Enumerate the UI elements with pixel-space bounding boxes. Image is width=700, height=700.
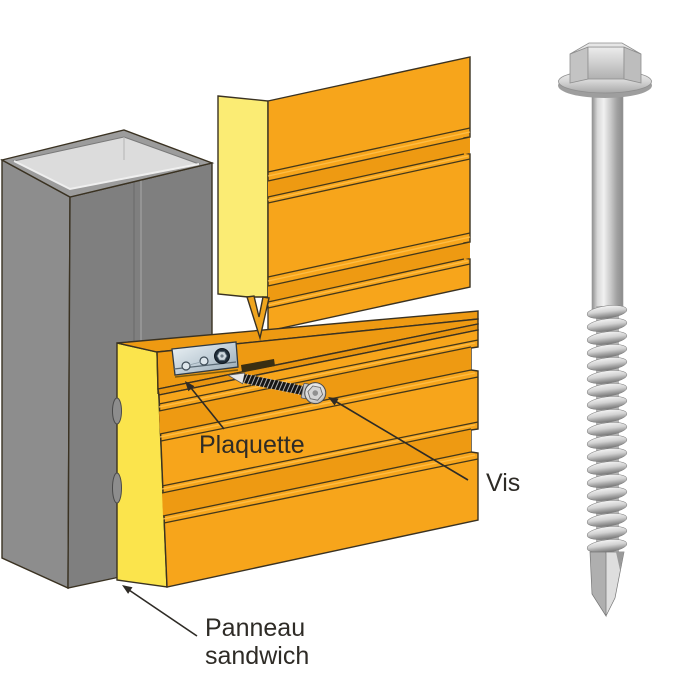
column-inner-highlight	[13, 160, 200, 191]
screw-shank	[591, 89, 624, 310]
annotations: Plaquette Vis Panneau sandwich	[122, 381, 520, 670]
screw-drill-tip	[589, 551, 625, 618]
screw-drawing-thread-ticks	[243, 373, 304, 396]
label-panneau-line2: sandwich	[205, 642, 309, 670]
upper-panel-rib-bands	[268, 137, 470, 302]
plate-hole	[181, 361, 191, 371]
plaquette-pointer-line	[190, 387, 225, 430]
label-plaquette: Plaquette	[199, 431, 305, 459]
lower-sandwich-panel	[112, 310, 479, 588]
panel-edge-notch	[112, 472, 122, 504]
panneau-arrowhead	[122, 585, 133, 594]
plate-shadow	[174, 369, 239, 378]
screw-drawing-head-center	[312, 390, 319, 396]
label-vis: Vis	[486, 469, 520, 497]
panel-edge-notch	[112, 397, 122, 425]
plate-hole	[199, 356, 209, 366]
panneau-pointer-line	[128, 589, 198, 637]
screw-drawing-thread-body	[243, 374, 306, 395]
upper-sandwich-panel	[217, 56, 471, 332]
vis-pointer-line	[334, 400, 469, 481]
rebate-left-edge	[156, 351, 159, 395]
steel-column	[0, 129, 215, 590]
plate-scratch	[188, 361, 202, 366]
upper-panel-side-face	[217, 95, 269, 298]
screw-threads	[586, 305, 628, 553]
label-panneau-line1: Panneau	[205, 614, 305, 642]
screw-hex-head	[569, 42, 642, 84]
fixing-plate	[171, 341, 275, 378]
plaquette-arrowhead	[185, 381, 195, 392]
upper-panel-grooves	[267, 127, 471, 309]
screw-photo	[558, 42, 652, 618]
lower-panel-grooves	[158, 339, 479, 524]
upper-panel-tongue	[246, 295, 270, 341]
screw-drawing	[226, 372, 327, 405]
column-left-face	[1, 158, 71, 590]
vis-arrowhead	[328, 397, 339, 406]
plate-screw-center	[220, 354, 224, 358]
fixing-slot	[241, 359, 275, 372]
